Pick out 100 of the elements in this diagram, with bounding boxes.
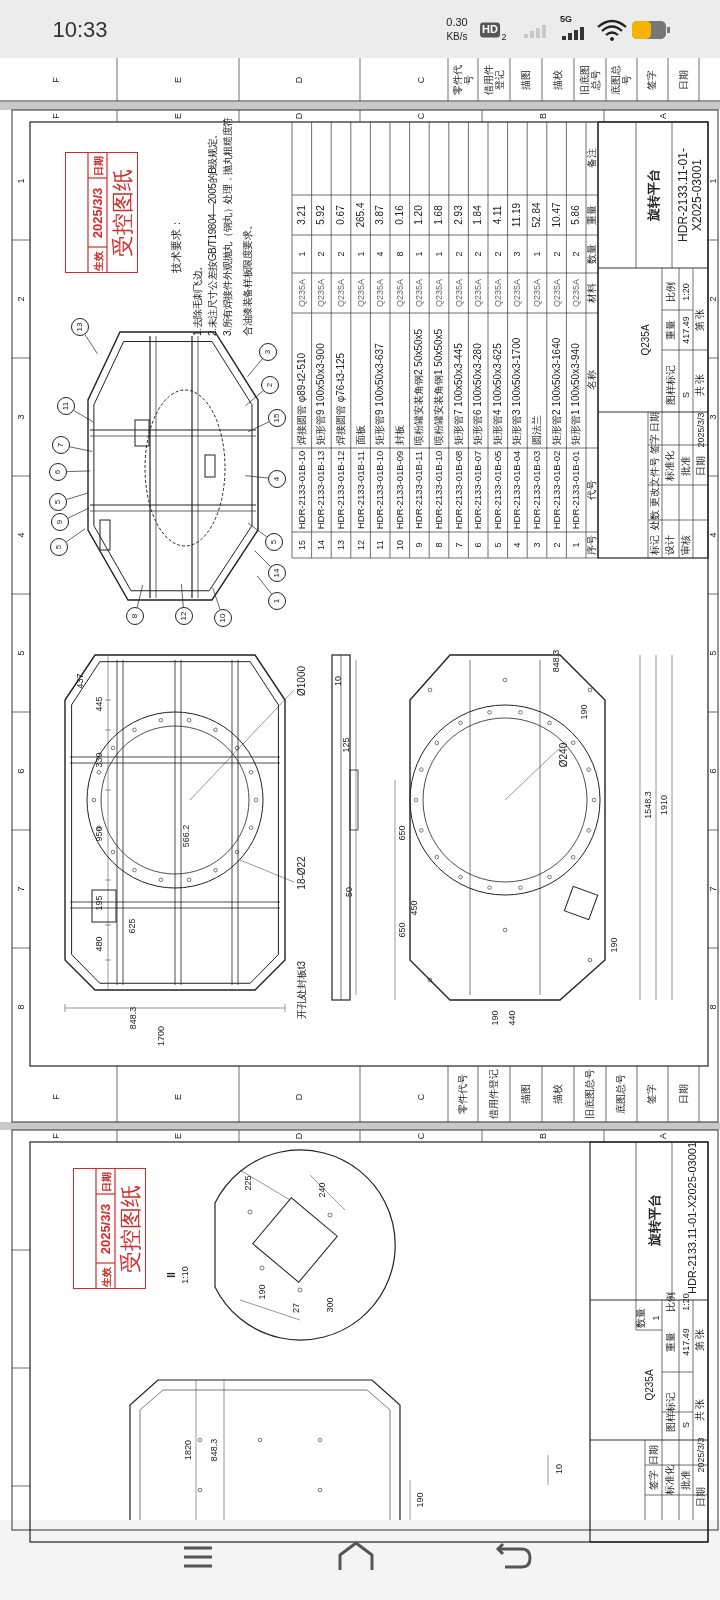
dimension-text: 190	[578, 704, 590, 720]
revision-column-label: 签字	[646, 69, 658, 92]
part-name: 焊接圆管 φ89-t2-510	[295, 351, 308, 445]
item-number: 15	[296, 540, 308, 550]
zone-number: 2	[707, 296, 719, 302]
callout-number: 5	[265, 533, 283, 551]
stamp-date: 2025/3/3	[90, 187, 106, 239]
note-text: 3.所有焊接件外观抛丸（钢丸）处理，抛丸粗糙度符合油漆装备样板限度要求。	[221, 116, 254, 336]
item-number: 14	[316, 540, 327, 550]
dimension-text: 190	[256, 1284, 268, 1300]
quantity-text: 2	[453, 251, 464, 257]
callout-number: 9	[51, 513, 69, 531]
part-code: HDR-2133-01B-12	[335, 450, 347, 530]
item-number: 6	[472, 542, 484, 548]
weight-text: 3.87	[374, 205, 387, 225]
dimension-text: 300	[324, 1297, 336, 1313]
revision-column-label: 描图	[520, 1084, 532, 1104]
quantity-text: 1	[531, 251, 543, 257]
callout-number: 13	[71, 318, 89, 336]
field-label: 批准	[680, 1470, 692, 1490]
date-text: 2025/3/3	[695, 1437, 707, 1473]
dimension-text: 1910	[658, 795, 670, 815]
zone-number: 3	[707, 414, 719, 420]
weight-text: 0.67	[335, 205, 347, 225]
zone-letter: A	[657, 1133, 669, 1139]
field-value: S	[680, 1422, 692, 1428]
note-text: 1.去除毛刺飞边。	[192, 260, 204, 336]
material-text: Q235A	[453, 279, 464, 307]
part-code: HDR-2133-01B-05	[492, 450, 504, 530]
zone-letter: F	[50, 1133, 62, 1139]
part-code: HDR-2133-01B-10	[374, 450, 386, 530]
zone-letter: C	[415, 1132, 427, 1140]
dimension-text: 18-Ø22	[296, 856, 308, 890]
dimension-text: 开孔处封板t3	[296, 960, 308, 1020]
drawing-title: 旋转平台	[646, 169, 662, 221]
weight-text: 1.84	[472, 205, 485, 225]
weight-text: 52.84	[531, 202, 543, 228]
control-stamp	[73, 1168, 146, 1289]
item-number: 13	[335, 540, 347, 550]
zone-number: 7	[15, 886, 27, 892]
quantity-text: 2	[316, 251, 327, 257]
dimension-text: Ø1000	[296, 666, 308, 696]
zone-number: 1	[707, 178, 719, 184]
revision-column-label: 日期	[678, 69, 690, 92]
item-number: 11	[374, 540, 386, 550]
dimension-text: 1548.3	[642, 791, 654, 819]
leader-line	[66, 492, 89, 500]
field-label: 日期	[695, 1487, 707, 1507]
part-name: 矩形管3 100x50x3-1700	[511, 336, 524, 445]
zone-number: 5	[707, 650, 719, 656]
item-number: 7	[453, 542, 464, 548]
dimension-text: 440	[506, 1010, 518, 1026]
zone-letter: D	[293, 76, 305, 84]
item-number: 2	[551, 542, 562, 548]
leader-line	[245, 390, 264, 407]
material-text: Q235A	[296, 279, 308, 307]
quantity-text: 3	[512, 251, 523, 257]
dimension-text: 10	[553, 1464, 565, 1474]
callout-number: 2	[261, 376, 279, 394]
part-code: HDR-2133-01B-08	[452, 450, 465, 530]
material-text: Q235A	[374, 279, 386, 307]
dimension-text: 650	[396, 922, 408, 938]
zone-letter: D	[293, 1132, 305, 1140]
dimension-text: 566.2	[180, 824, 192, 848]
item-number: 1	[570, 542, 582, 548]
callout-number: 11	[57, 397, 75, 415]
callout-number: 5	[49, 493, 67, 511]
zone-letter: E	[172, 77, 184, 83]
material-text: Q235A	[316, 279, 327, 307]
dimension-text: 480	[93, 936, 105, 952]
network-speed-unit: KB/s	[446, 31, 468, 43]
zone-letter: F	[50, 113, 62, 119]
table-header: 备注	[586, 148, 598, 168]
weight-text: 1.20	[413, 205, 426, 225]
part-code: HDR-2133-01B-10	[296, 450, 308, 530]
zone-letter: F	[50, 1094, 62, 1100]
field-label: 图样标记	[665, 1392, 677, 1432]
field-value: 1	[650, 1315, 662, 1321]
section-label: II	[166, 1272, 178, 1278]
material-text: Q235A	[640, 324, 652, 356]
field-label: 批准	[680, 456, 692, 476]
material-text: Q235A	[433, 279, 445, 307]
weight-text: 11.19	[511, 202, 524, 228]
revision-column-label: 借用件登记	[483, 64, 505, 96]
field-value: 417.49	[680, 1328, 692, 1356]
field-label: 设计	[664, 535, 676, 555]
zone-number: 6	[15, 768, 27, 774]
dimension-text: 650	[396, 825, 408, 841]
material-text: Q235A	[570, 279, 582, 307]
zone-number: 4	[707, 532, 719, 538]
dimension-text: 1700	[155, 1026, 167, 1046]
revision-column-label: 借用件登记	[488, 1069, 500, 1119]
zone-letter: E	[172, 113, 184, 119]
material-text: Q235A	[492, 279, 504, 307]
callout-number: 10	[214, 609, 232, 627]
material-text: Q235A	[414, 279, 425, 307]
revision-column-label: 描图	[520, 69, 532, 92]
weight-text: 1.68	[433, 205, 445, 225]
material-text: Q235A	[531, 279, 543, 307]
revision-column-label: 旧底图总号	[584, 1069, 596, 1119]
